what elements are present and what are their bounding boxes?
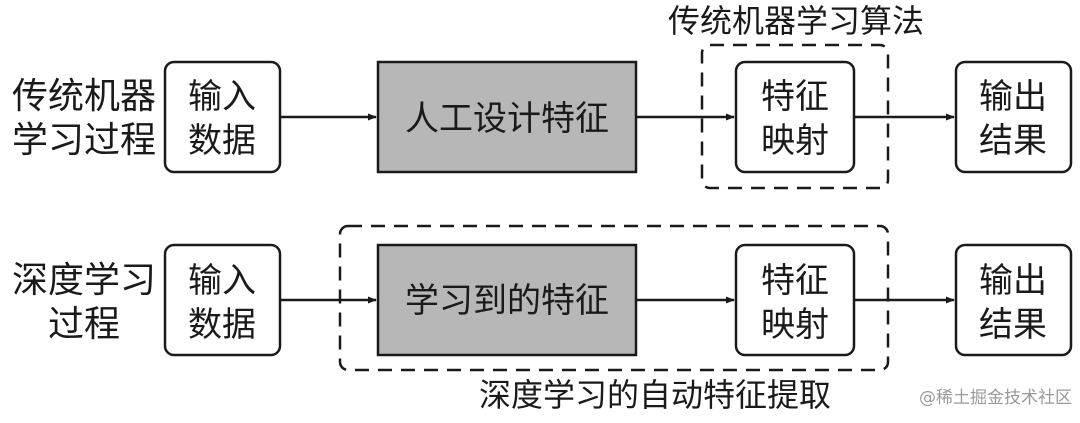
row1-group-caption: 传统机器学习算法 <box>668 2 924 40</box>
row2-label-line2: 过程 <box>48 304 120 345</box>
row1-mapping-line1: 特征 <box>761 77 829 117</box>
row2-input-line1: 输入 <box>188 261 256 301</box>
row1-feature-box <box>376 60 638 174</box>
row2-input-line2: 数据 <box>188 305 256 345</box>
row1-output-box <box>954 60 1073 174</box>
row2-feature-box <box>376 243 638 357</box>
watermark-text: @稀土掘金技术社区 <box>919 388 1072 408</box>
row1-input-line1: 输入 <box>188 77 256 117</box>
row2-output-line1: 输出 <box>979 261 1047 301</box>
row1-output-line2: 结果 <box>979 121 1047 161</box>
row2-output-box <box>954 243 1073 357</box>
row1-input-line2: 数据 <box>188 121 256 161</box>
row1-feature-label: 人工设计特征 <box>405 99 609 139</box>
row2-mapping-line1: 特征 <box>761 261 829 301</box>
row2-group-caption: 深度学习的自动特征提取 <box>479 376 831 414</box>
row1-output-line1: 输出 <box>979 77 1047 117</box>
row2-label-line1: 深度学习 <box>12 260 156 301</box>
row2-deep-group-frame <box>338 224 890 372</box>
row1-label-line2: 学习过程 <box>12 120 156 161</box>
row1-label-line1: 传统机器 <box>12 76 156 117</box>
row2-feature-label: 学习到的特征 <box>405 281 609 321</box>
row2-mapping-line2: 映射 <box>761 305 829 345</box>
row1-mapping-line2: 映射 <box>761 121 829 161</box>
row2-output-line2: 结果 <box>979 305 1047 345</box>
